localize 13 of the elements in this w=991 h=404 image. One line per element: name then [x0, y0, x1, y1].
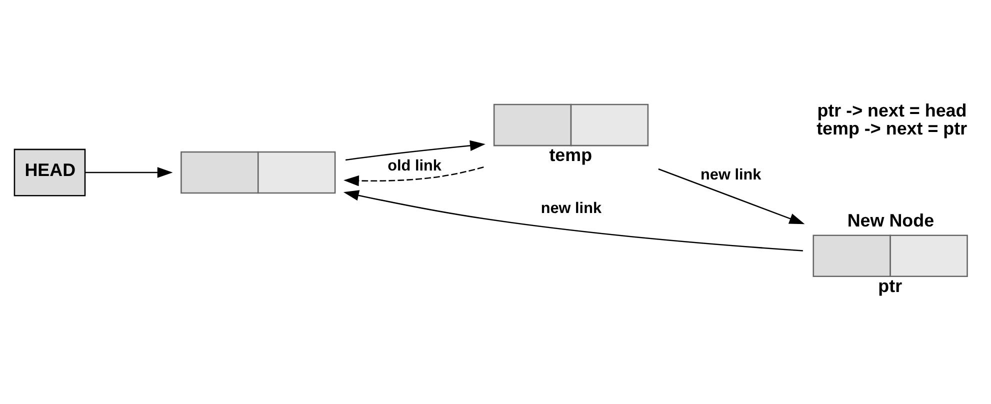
node-label: ptr [878, 276, 902, 296]
node-label: temp [548, 145, 592, 166]
arrow [343, 166, 484, 186]
arrow [342, 190, 802, 252]
node-label: New Node [846, 210, 934, 231]
label: ptr -> next = head [816, 100, 966, 120]
arrow [84, 167, 172, 178]
edge-label: new link [540, 200, 602, 218]
arrow [344, 140, 485, 161]
edge-label: new link [700, 166, 761, 184]
edge-label: old link [387, 158, 441, 175]
arrow [658, 168, 804, 224]
node-box: HEAD [13, 148, 86, 196]
